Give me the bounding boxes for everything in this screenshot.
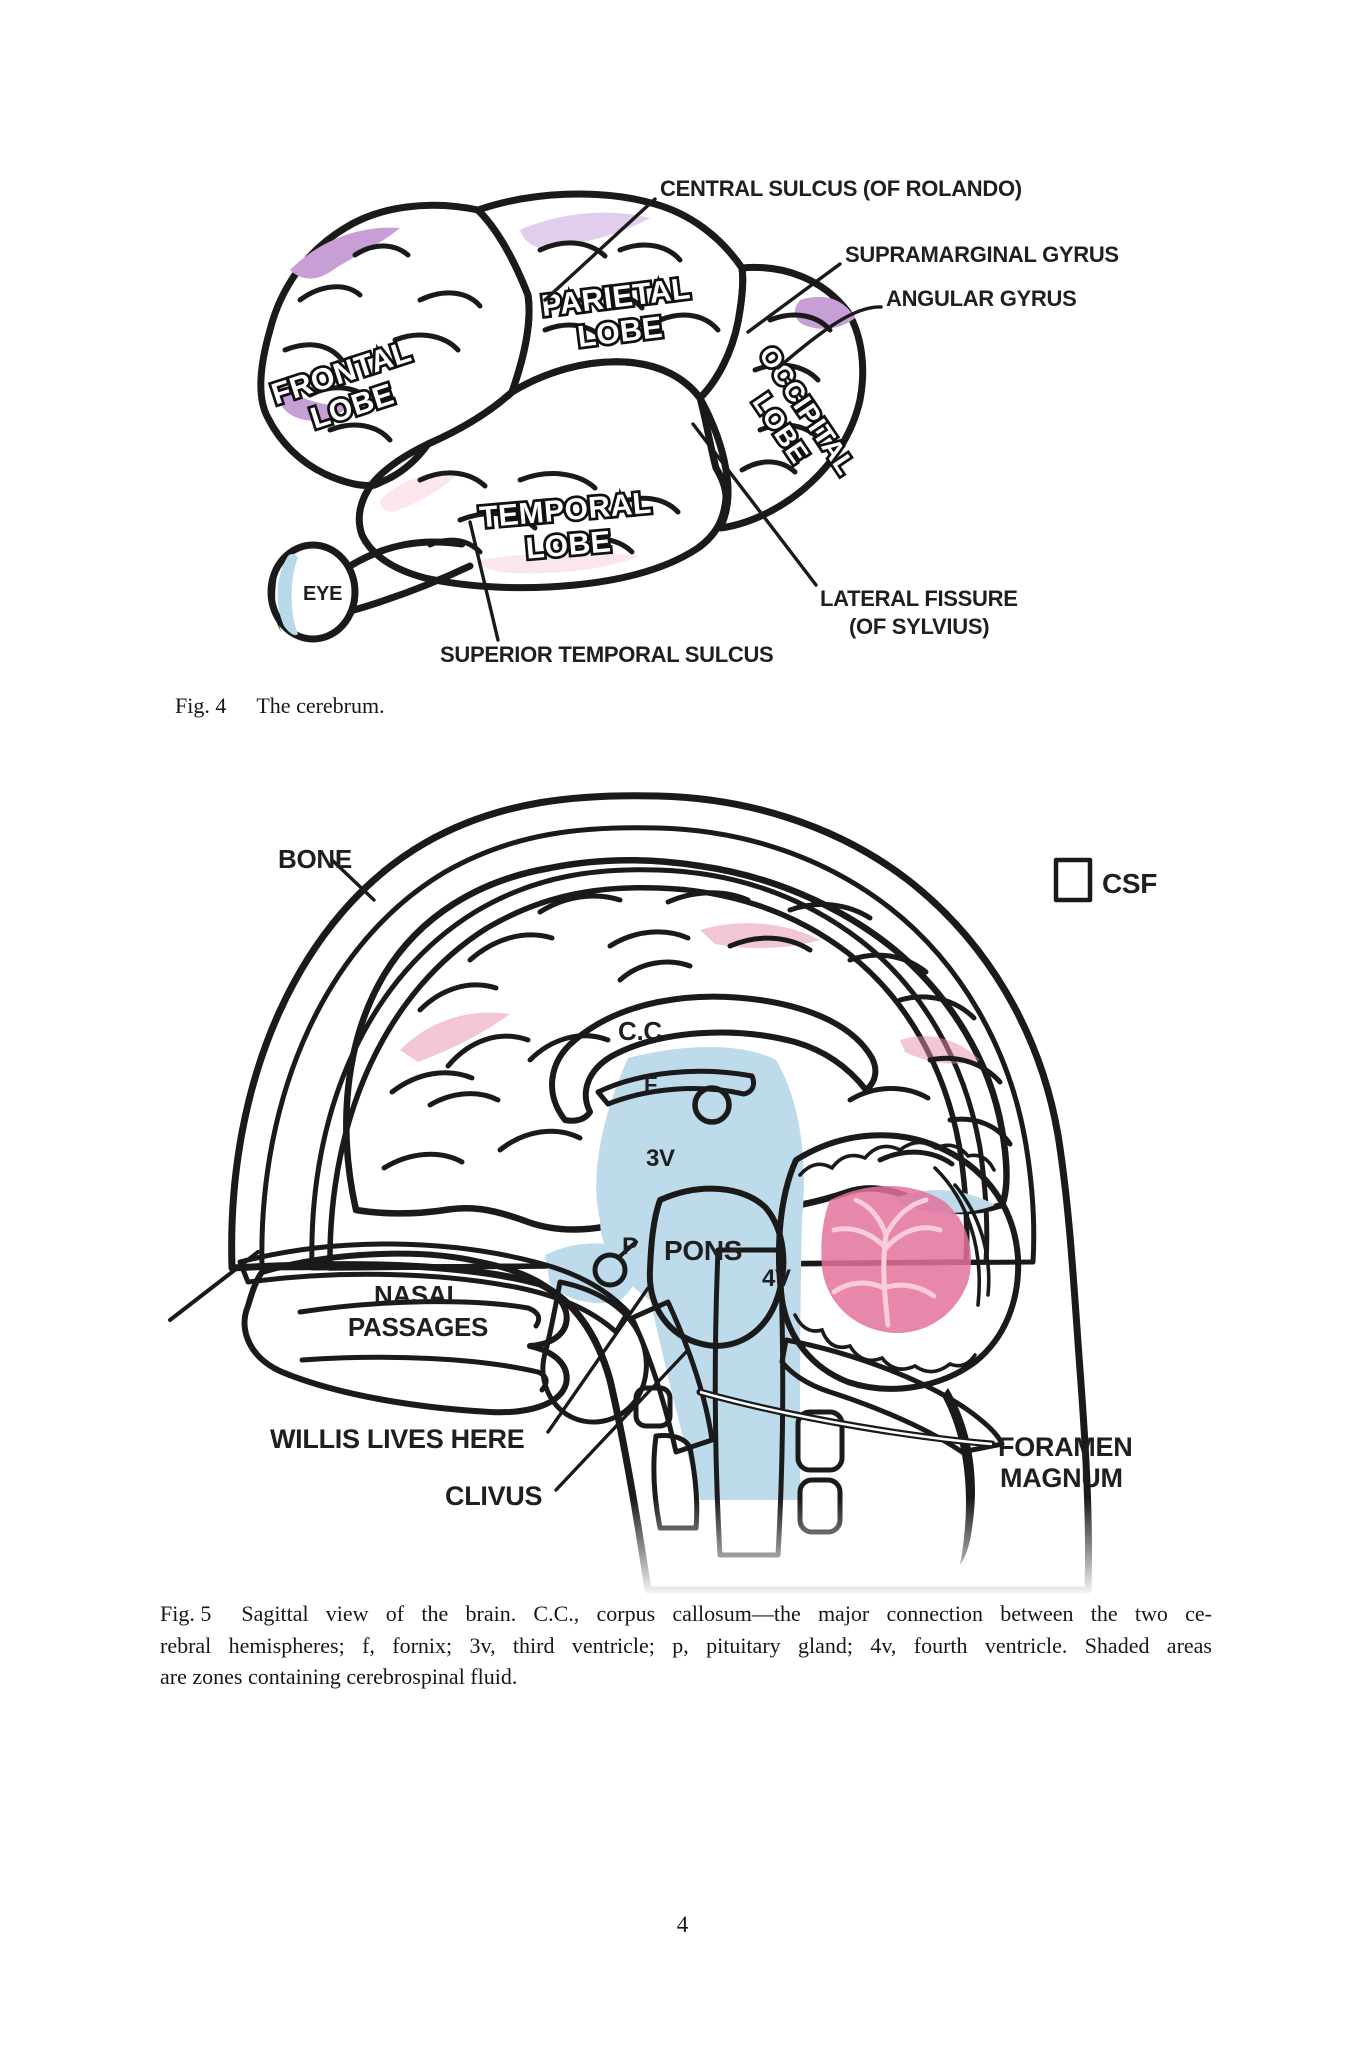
third-ventricle-label: 3V xyxy=(646,1145,675,1172)
central-sulcus-label: CENTRAL SULCUS (OF ROLANDO) xyxy=(660,176,1022,201)
svg-text:TEMPORAL: TEMPORAL xyxy=(478,487,653,535)
nasal-label-line2: PASSAGES xyxy=(348,1312,488,1342)
sphenoid-bone xyxy=(540,1279,649,1425)
fig4-caption: Fig. 4 The cerebrum. xyxy=(175,693,385,719)
fornix-label: F xyxy=(644,1072,657,1097)
figure4-cerebrum-diagram: EYE FRONTAL LOBE PARIETAL LOBE TEMPORAL … xyxy=(257,176,1119,667)
angular-gyrus-label: ANGULAR GYRUS xyxy=(886,286,1076,311)
csf-swatch xyxy=(1053,857,1093,903)
foramen-magnum-label-line1: FORAMEN xyxy=(998,1432,1132,1462)
willis-label: WILLIS LIVES HERE xyxy=(270,1424,524,1454)
pons-shape xyxy=(646,1185,787,1349)
pituitary-label: P xyxy=(622,1233,638,1260)
eye-shape: EYE xyxy=(267,541,359,643)
superior-temporal-sulcus-label: SUPERIOR TEMPORAL SULCUS xyxy=(440,642,773,667)
fig4-caption-number: Fig. 4 xyxy=(175,693,227,718)
pons-label: PONS xyxy=(664,1235,742,1266)
corpus-callosum-shape xyxy=(549,993,879,1124)
fourth-ventricle-label: 4V xyxy=(762,1265,791,1292)
foramen-magnum-label-line2: MAGNUM xyxy=(1000,1463,1123,1493)
skull-marrow-band xyxy=(259,825,1037,1271)
pituitary-gland xyxy=(592,1240,638,1288)
csf-legend: CSF xyxy=(1053,857,1158,903)
lateral-fissure-label-line1: LATERAL FISSURE xyxy=(820,586,1018,611)
occipital-lobe-label: OCCIPITAL LOBE xyxy=(744,338,864,483)
skull-inner-table xyxy=(309,867,990,1271)
bottom-fade xyxy=(150,1498,1240,1598)
interthalamic-adhesion xyxy=(692,1085,732,1125)
nasal-passages-shape xyxy=(168,1250,570,1416)
fig4-caption-text: The cerebrum. xyxy=(256,693,385,718)
skull-outer-shape xyxy=(228,792,1093,1594)
fig5-caption-line2: rebral hemispheres; f, fornix; 3v, third… xyxy=(160,1632,1212,1658)
fig5-caption-number: Fig. 5 xyxy=(160,1601,212,1626)
supramarginal-gyrus-label: SUPRAMARGINAL GYRUS xyxy=(845,242,1119,267)
figure5-sagittal-diagram: CSF BONE C.C. F 3V P PONS 4V NASAL PASSA… xyxy=(150,792,1240,1598)
csf-legend-label: CSF xyxy=(1102,868,1157,899)
frontal-lobe-shape xyxy=(257,201,533,489)
fig5-leader-lines xyxy=(330,858,690,1492)
foramen-magnum-pointer xyxy=(696,1388,996,1448)
temporal-lobe-shape xyxy=(355,358,730,592)
cerebellum-shape xyxy=(775,1132,1022,1392)
lateral-fissure-label-line2: (OF SYLVIUS) xyxy=(849,614,989,639)
corpus-callosum-label: C.C. xyxy=(618,1016,669,1046)
clivus-label: CLIVUS xyxy=(445,1481,542,1511)
fig4-leader-lines xyxy=(468,197,883,642)
skull-base-band xyxy=(237,1241,631,1335)
nasal-label-line1: NASAL xyxy=(374,1280,462,1310)
cerebrum-shape xyxy=(343,856,1013,1233)
page-number: 4 xyxy=(676,1912,689,1937)
fig5-caption-line3: are zones containing cerebrospinal fluid… xyxy=(160,1664,518,1689)
eye-label: EYE xyxy=(303,583,342,605)
bone-label: BONE xyxy=(278,844,352,874)
